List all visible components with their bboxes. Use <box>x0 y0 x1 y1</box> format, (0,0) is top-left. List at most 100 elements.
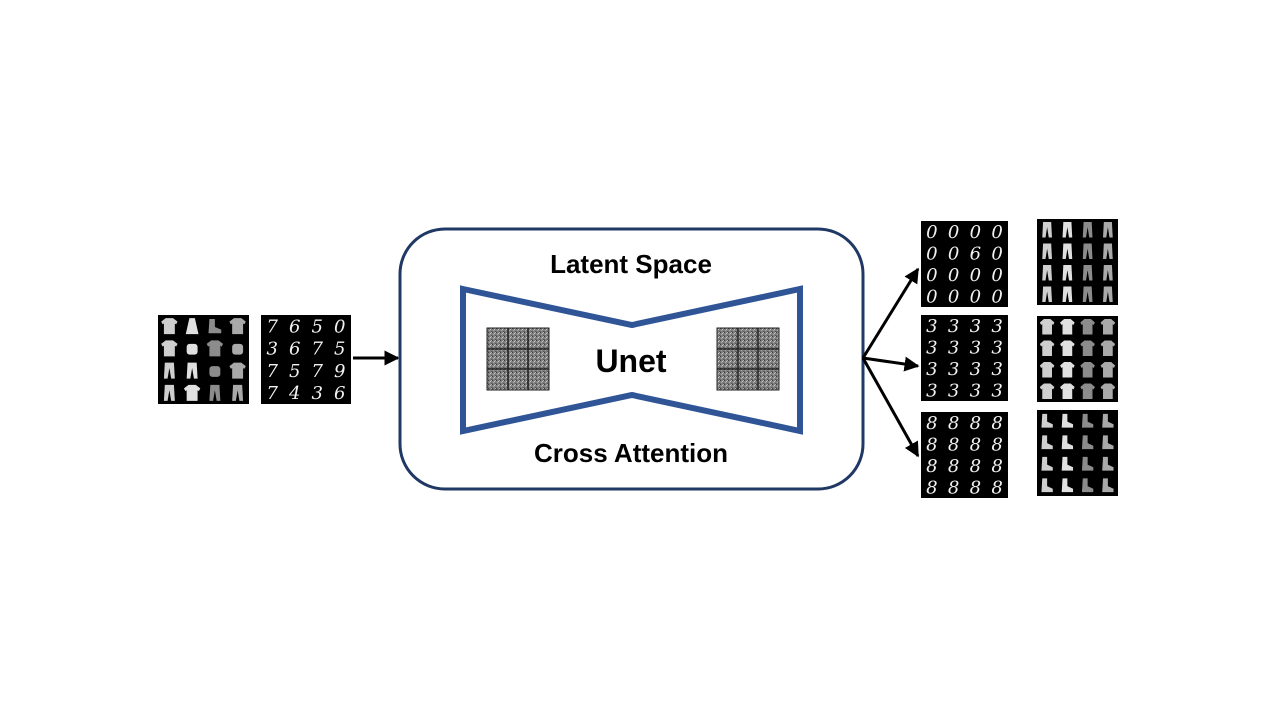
tops-output-grid <box>1037 316 1118 402</box>
trousers-cell <box>1042 286 1052 302</box>
boot-cell <box>1061 435 1074 450</box>
digit-cell: 0 <box>926 243 937 264</box>
digit-cell: 3 <box>991 359 1002 380</box>
trousers-cell <box>186 362 198 379</box>
digit-cell: 7 <box>312 361 324 382</box>
boot-cell <box>1102 435 1114 450</box>
digit-cell: 8 <box>926 456 937 477</box>
digit-cell: 8 <box>991 413 1002 434</box>
top-cell <box>1039 362 1055 378</box>
top-cell <box>1080 340 1095 356</box>
digit-cell: 8 <box>948 477 959 498</box>
top-cell <box>1039 340 1055 356</box>
digit-cell: 3 <box>267 339 278 360</box>
digit-cell: 5 <box>334 339 345 360</box>
digit-cell: 3 <box>926 380 937 401</box>
boot-cell <box>1081 435 1094 450</box>
digit-cell: 0 <box>991 286 1002 307</box>
digit-cell: 6 <box>289 316 300 337</box>
digit-cell: 5 <box>289 361 300 382</box>
top-cell <box>1039 319 1055 335</box>
digit-cell: 3 <box>991 337 1002 358</box>
top-cell <box>1060 340 1075 356</box>
cross-attention-label: Cross Attention <box>534 438 728 468</box>
digit-cell: 5 <box>312 316 323 337</box>
top-cell <box>1060 383 1075 399</box>
digit-cell: 6 <box>289 339 300 360</box>
shirt-cell <box>229 362 246 379</box>
digit-cell: 3 <box>926 316 937 337</box>
trousers-cell <box>1103 243 1113 259</box>
digit-cell: 3 <box>970 380 981 401</box>
digit-cell: 3 <box>991 316 1002 337</box>
trousers-output-grid <box>1037 219 1118 305</box>
top-cell <box>1080 362 1095 378</box>
top-cell <box>1100 362 1116 378</box>
trousers-cell <box>209 384 221 401</box>
digit-cell: 3 <box>948 316 959 337</box>
trousers-cell <box>1082 286 1093 302</box>
noise-grid-right <box>716 327 780 391</box>
digit-cell: 3 <box>948 380 959 401</box>
top-cell <box>1060 362 1075 378</box>
trousers-cell <box>1103 222 1113 238</box>
trousers-cell <box>1042 222 1052 238</box>
trousers-cell <box>1103 286 1113 302</box>
digit-cell: 3 <box>926 337 937 358</box>
trousers-cell <box>1062 222 1073 238</box>
digit-cell: 0 <box>948 222 959 243</box>
output-arrows <box>861 267 920 458</box>
top-cell <box>1039 383 1055 399</box>
digit-cell: 8 <box>926 413 937 434</box>
digit-cell: 8 <box>948 413 959 434</box>
digit-cell: 8 <box>948 434 959 455</box>
digit-cell: 3 <box>926 359 937 380</box>
digit-cell: 8 <box>970 456 981 477</box>
digit-cell: 3 <box>312 383 323 404</box>
trousers-cell <box>1062 243 1073 259</box>
digit-cell: 7 <box>267 316 279 337</box>
top-cell <box>1100 383 1116 399</box>
boot-cell <box>1041 413 1053 428</box>
boot-cell <box>1081 478 1094 493</box>
boots-output-grid <box>1037 410 1118 496</box>
trousers-cell <box>1082 265 1093 281</box>
boot-cell <box>1061 413 1074 428</box>
digit-cell: 8 <box>991 434 1002 455</box>
trousers-cell <box>163 362 175 379</box>
boot-cell <box>1081 456 1094 471</box>
digit-cell: 8 <box>926 434 937 455</box>
digit-cell: 7 <box>312 339 324 360</box>
digit-cell: 0 <box>334 316 345 337</box>
boot-cell <box>208 319 222 334</box>
trousers-cell <box>1042 265 1052 281</box>
boot-cell <box>1061 456 1074 471</box>
digit-cell: 8 <box>991 456 1002 477</box>
digit-cell: 0 <box>991 243 1002 264</box>
unet-shape <box>460 285 803 435</box>
digit-cell: 0 <box>926 265 937 286</box>
top-cell <box>1080 383 1095 399</box>
shirt-cell <box>161 318 178 335</box>
trousers-cell <box>1082 243 1093 259</box>
noise-grid-left <box>486 327 550 391</box>
trousers-cell <box>163 384 175 401</box>
trousers-cell <box>1062 265 1073 281</box>
top-cell <box>1080 319 1095 335</box>
boot-cell <box>1041 478 1053 493</box>
boot-cell <box>1061 478 1074 493</box>
fashion-input-grid <box>158 315 249 404</box>
bag-cell <box>186 343 198 355</box>
top-cell <box>206 340 224 357</box>
digit-cell: 3 <box>970 316 981 337</box>
digit-cell: 6 <box>970 243 981 264</box>
boot-cell <box>1041 435 1053 450</box>
trousers-cell <box>1042 243 1052 259</box>
digit-cell: 0 <box>948 265 959 286</box>
bag-cell <box>232 343 244 355</box>
